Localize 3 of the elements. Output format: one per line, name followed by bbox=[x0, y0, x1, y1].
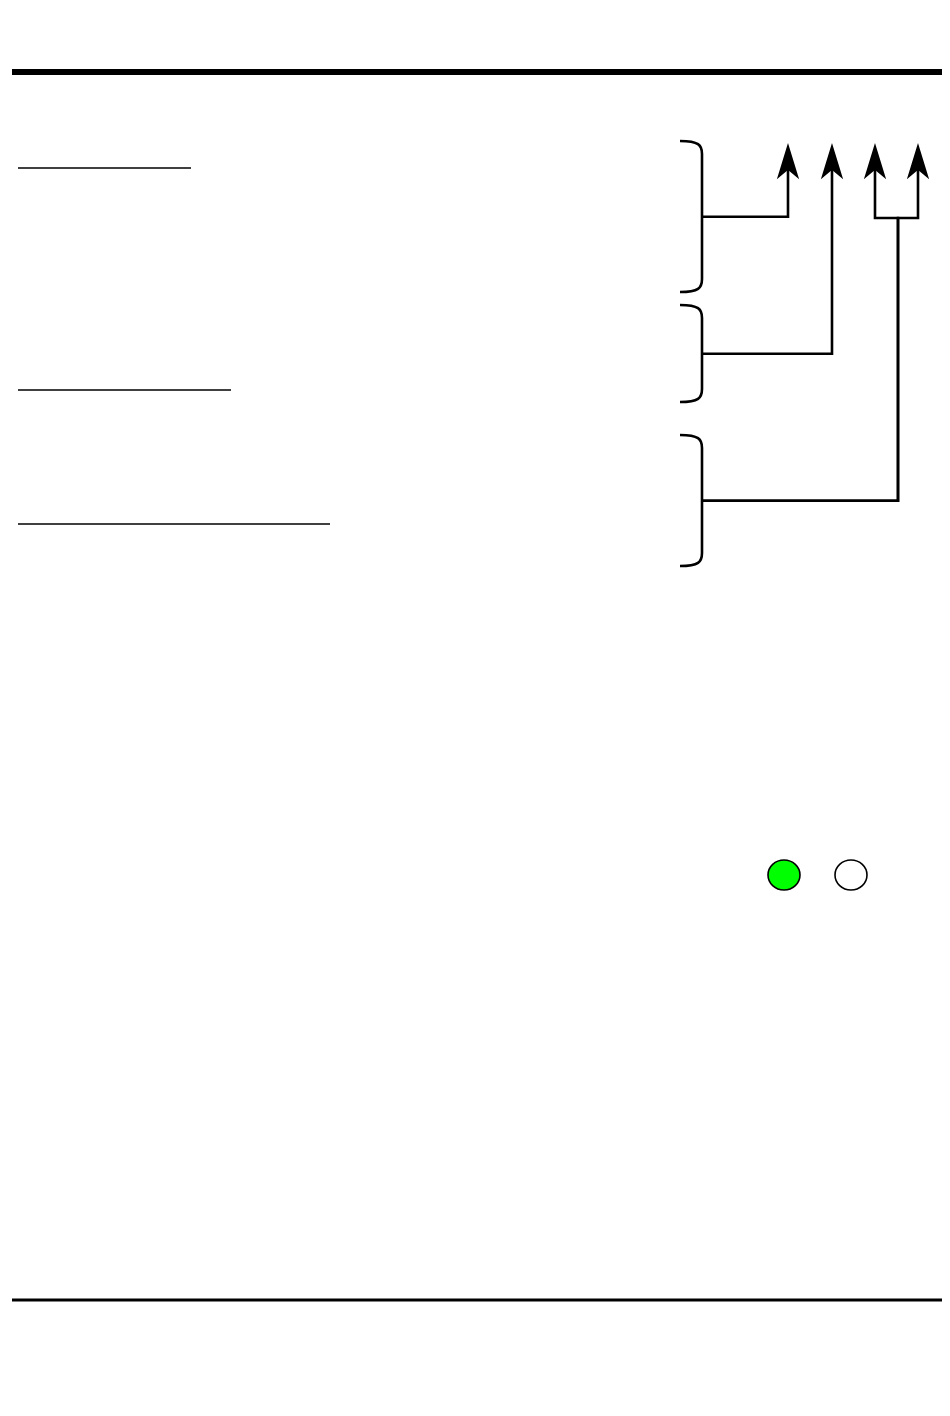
brace bbox=[679, 303, 704, 404]
brace bbox=[679, 433, 704, 568]
brace bbox=[679, 139, 704, 294]
